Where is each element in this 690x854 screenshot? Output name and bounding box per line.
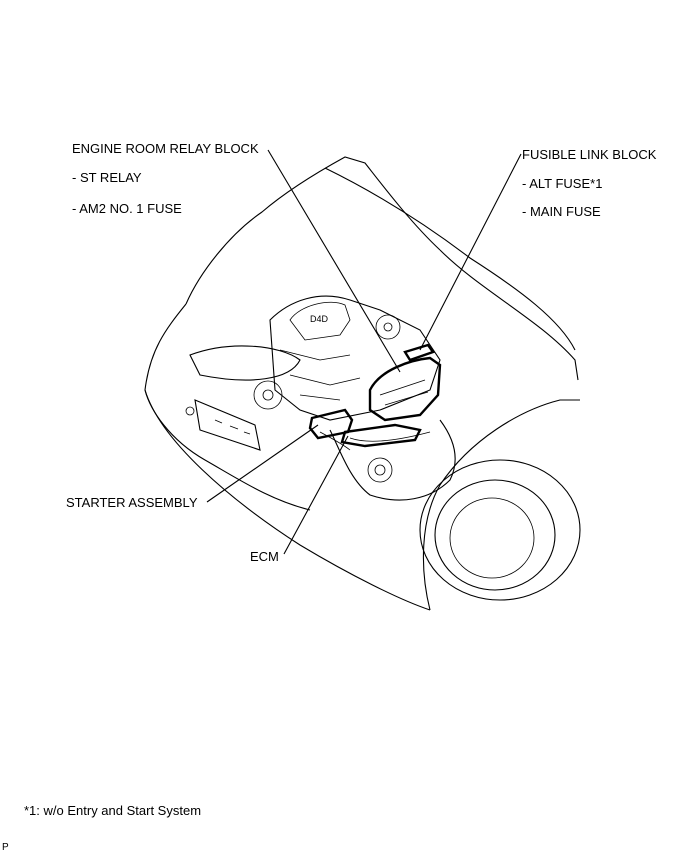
leader-engine-room-relay-block bbox=[267, 149, 401, 373]
wheel-outer bbox=[419, 459, 581, 601]
grille-outline bbox=[194, 399, 261, 451]
label-fusible-link-block: FUSIBLE LINK BLOCK bbox=[522, 147, 657, 162]
label-starter-assembly: STARTER ASSEMBLY bbox=[66, 495, 198, 510]
ecm-shape bbox=[340, 423, 422, 448]
footnote: *1: w/o Entry and Start System bbox=[24, 803, 202, 818]
fusible-link-block-shape bbox=[403, 343, 435, 362]
figure-code: P bbox=[2, 842, 9, 853]
leader-fusible-link-block bbox=[419, 153, 522, 351]
engine-detail-1 bbox=[279, 349, 361, 401]
fog-light bbox=[185, 406, 195, 416]
grille-slots bbox=[214, 419, 251, 435]
label-am2-fuse: - AM2 NO. 1 FUSE bbox=[72, 201, 182, 216]
engine-block bbox=[269, 295, 441, 421]
body-side bbox=[144, 389, 311, 511]
front-bumper bbox=[144, 303, 431, 611]
wiring-harness bbox=[319, 431, 431, 451]
label-st-relay: - ST RELAY bbox=[72, 170, 142, 185]
engine-room-relay-block-shape bbox=[368, 356, 442, 422]
headlight bbox=[189, 345, 301, 381]
wheel-inner bbox=[434, 479, 556, 591]
hood-outline bbox=[185, 156, 441, 305]
wheel-rim bbox=[449, 497, 535, 579]
pulley-left-hub bbox=[262, 389, 274, 401]
transaxle bbox=[329, 419, 456, 501]
label-ecm: ECM bbox=[250, 549, 279, 564]
label-main-fuse: - MAIN FUSE bbox=[522, 204, 601, 219]
relay-block-lid-detail bbox=[379, 379, 429, 406]
label-engine-room-relay-block: ENGINE ROOM RELAY BLOCK bbox=[72, 141, 259, 156]
pulley-right-hub bbox=[383, 322, 393, 332]
drive-shaft-joint bbox=[367, 457, 393, 483]
pulley-right bbox=[375, 314, 401, 340]
leader-ecm bbox=[283, 435, 349, 555]
engine-badge: D4D bbox=[310, 314, 329, 324]
right-fender bbox=[422, 399, 580, 611]
label-alt-fuse: - ALT FUSE*1 bbox=[522, 176, 603, 191]
engine-cover bbox=[289, 301, 351, 341]
leader-starter-assembly bbox=[206, 424, 319, 503]
roof-line bbox=[439, 249, 579, 381]
drive-shaft-hub bbox=[374, 464, 386, 476]
windshield-outline bbox=[324, 167, 576, 351]
pulley-left bbox=[253, 380, 283, 410]
